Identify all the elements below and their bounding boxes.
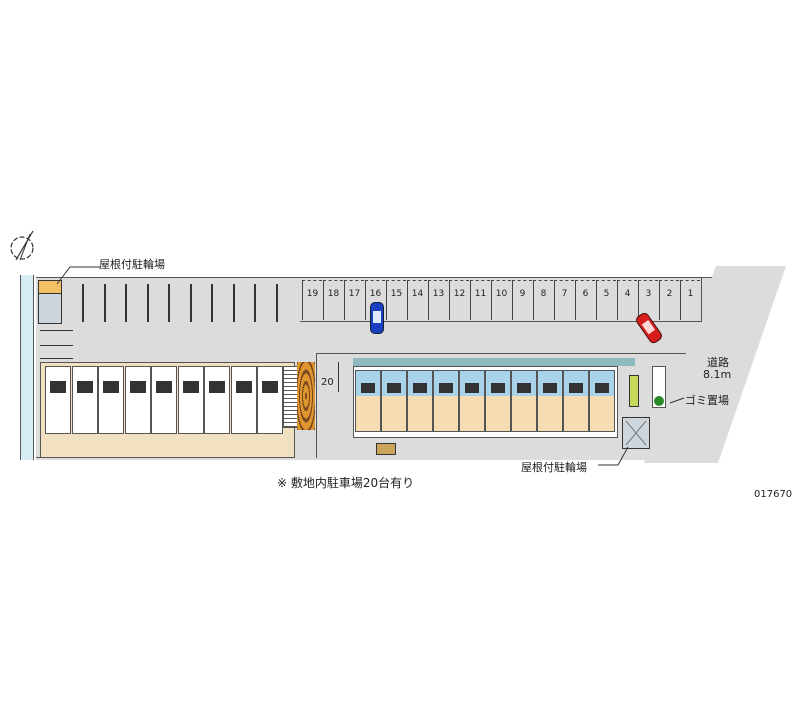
parking-space-8: 8 xyxy=(533,280,553,320)
apartment-unit xyxy=(45,366,71,434)
driveway-edge xyxy=(316,353,686,354)
apartment-unit xyxy=(589,370,615,432)
apartment-unit xyxy=(485,370,511,432)
parking-space-15: 15 xyxy=(386,280,406,320)
apartment-unit xyxy=(537,370,563,432)
bike-rack xyxy=(629,375,639,407)
apartment-unit xyxy=(355,370,381,432)
parking-space-10: 10 xyxy=(491,280,511,320)
leader-line xyxy=(56,266,100,285)
apartment-unit xyxy=(71,366,98,434)
bike-shed-top xyxy=(38,280,62,324)
meter-box xyxy=(376,443,396,455)
parking-space-7: 7 xyxy=(554,280,574,320)
stall-line xyxy=(40,345,73,346)
entrance-paving xyxy=(297,362,315,430)
apartment-unit xyxy=(177,366,204,434)
stall-line xyxy=(40,358,73,359)
property-id: 017670 xyxy=(754,489,793,500)
stall-line xyxy=(82,284,84,322)
road-width: 8.1m xyxy=(703,368,732,381)
stall-line xyxy=(103,284,106,322)
parking-space-13: 13 xyxy=(428,280,448,320)
stall-line xyxy=(232,284,235,322)
apartment-unit xyxy=(151,366,177,434)
stall-line xyxy=(275,284,278,322)
apartment-unit xyxy=(433,370,459,432)
apartment-unit xyxy=(124,366,151,434)
bike-shed-top-label: 屋根付駐輪場 xyxy=(99,258,165,271)
apartment-unit xyxy=(98,366,124,434)
car-blue-icon xyxy=(370,302,384,334)
apartment-unit xyxy=(204,366,230,434)
leader-line xyxy=(598,446,629,466)
road-name: 道路 xyxy=(707,356,729,369)
parking-space-9: 9 xyxy=(512,280,532,320)
parking-space-1: 1 xyxy=(680,280,700,320)
compass-icon xyxy=(10,230,34,261)
parking-space-16: 16 xyxy=(365,280,385,320)
stall-line xyxy=(211,284,213,322)
parking-space-11: 11 xyxy=(470,280,490,320)
parking-space-17: 17 xyxy=(344,280,364,320)
parking-note: ※ 敷地内駐車場20台有り xyxy=(277,476,415,490)
bike-shed-bottom xyxy=(622,417,650,449)
parking-space-14: 14 xyxy=(407,280,427,320)
apartment-unit xyxy=(459,370,485,432)
parking-space-2: 2 xyxy=(659,280,679,320)
stall-line xyxy=(146,284,149,322)
apartment-unit xyxy=(563,370,589,432)
parking-row xyxy=(300,278,702,322)
stall-line xyxy=(254,284,256,322)
parking-space-18: 18 xyxy=(323,280,343,320)
garbage-label: ゴミ置場 xyxy=(685,394,729,407)
parking-space-4: 4 xyxy=(617,280,637,320)
parking-space-5: 5 xyxy=(596,280,616,320)
apartment-unit xyxy=(230,366,257,434)
driveway-edge xyxy=(316,353,317,458)
stall-line xyxy=(189,284,192,322)
bike-shed-bottom-label: 屋根付駐輪場 xyxy=(521,461,587,474)
channel xyxy=(20,275,34,460)
parking-space-12: 12 xyxy=(449,280,469,320)
stall-line xyxy=(168,284,170,322)
apartment-unit xyxy=(407,370,433,432)
stall-line xyxy=(338,362,339,392)
parking-space-19: 19 xyxy=(302,280,322,320)
apartment-unit xyxy=(381,370,407,432)
parking-space-6: 6 xyxy=(575,280,595,320)
building-right-roof xyxy=(353,358,635,366)
garbage-icon xyxy=(654,396,664,406)
stall-line xyxy=(40,330,73,331)
apartment-unit xyxy=(511,370,537,432)
apartment-unit xyxy=(257,366,283,434)
space-20-label: 20 xyxy=(321,377,334,388)
stall-line xyxy=(125,284,127,322)
parking-space-3: 3 xyxy=(638,280,658,320)
